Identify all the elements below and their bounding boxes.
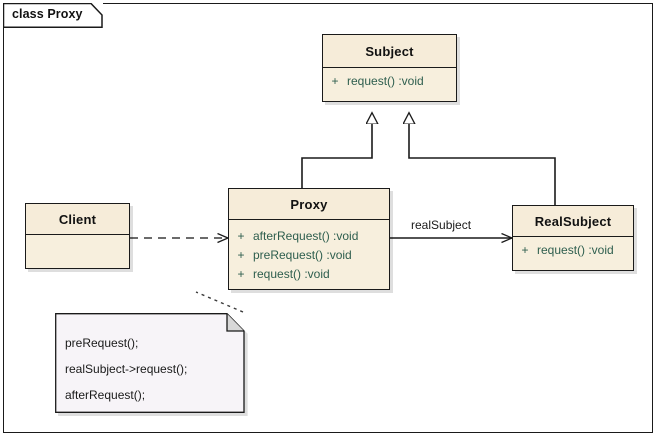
class-box-realsubject[interactable]: RealSubject + request() :void	[512, 205, 634, 271]
note-box[interactable]: preRequest(); realSubject->request(); af…	[55, 313, 245, 413]
member-signature: request() :void	[253, 267, 330, 281]
member-signature: request() :void	[537, 243, 614, 257]
member-visibility: +	[237, 267, 245, 281]
class-members-subject: + request() :void	[323, 68, 456, 101]
class-name-client: Client	[26, 204, 129, 235]
member-visibility: +	[237, 229, 245, 243]
class-members-realsubject: + request() :void	[513, 237, 633, 270]
class-box-proxy[interactable]: Proxy + afterRequest() :void + preReques…	[228, 188, 390, 290]
class-box-subject[interactable]: Subject + request() :void	[322, 34, 457, 102]
class-box-client[interactable]: Client	[25, 203, 130, 269]
member-row: + request() :void	[513, 241, 633, 260]
member-row: + afterRequest() :void	[229, 227, 389, 246]
note-line: realSubject->request();	[65, 362, 188, 376]
note-line: afterRequest();	[65, 388, 146, 402]
class-name-proxy: Proxy	[229, 189, 389, 220]
note-line: preRequest();	[65, 336, 139, 350]
frame-tab-shape	[3, 3, 103, 28]
member-signature: afterRequest() :void	[253, 229, 359, 243]
edge-label-realsubject: realSubject	[411, 218, 472, 232]
class-name-realsubject: RealSubject	[513, 206, 633, 237]
frame-tab: class Proxy	[3, 3, 103, 28]
class-name-subject: Subject	[323, 35, 456, 68]
frame-tab-label: class Proxy	[12, 7, 83, 21]
member-row: + request() :void	[323, 72, 456, 91]
member-visibility: +	[331, 74, 339, 88]
note-shape	[55, 313, 245, 413]
class-members-proxy: + afterRequest() :void + preRequest() :v…	[229, 220, 389, 289]
member-visibility: +	[521, 243, 529, 257]
class-members-client	[26, 235, 129, 268]
member-row: + request() :void	[229, 265, 389, 284]
member-signature: request() :void	[347, 74, 424, 88]
member-visibility: +	[237, 248, 245, 262]
member-signature: preRequest() :void	[253, 248, 352, 262]
member-row: + preRequest() :void	[229, 246, 389, 265]
note-text: preRequest(); realSubject->request(); af…	[55, 313, 245, 413]
